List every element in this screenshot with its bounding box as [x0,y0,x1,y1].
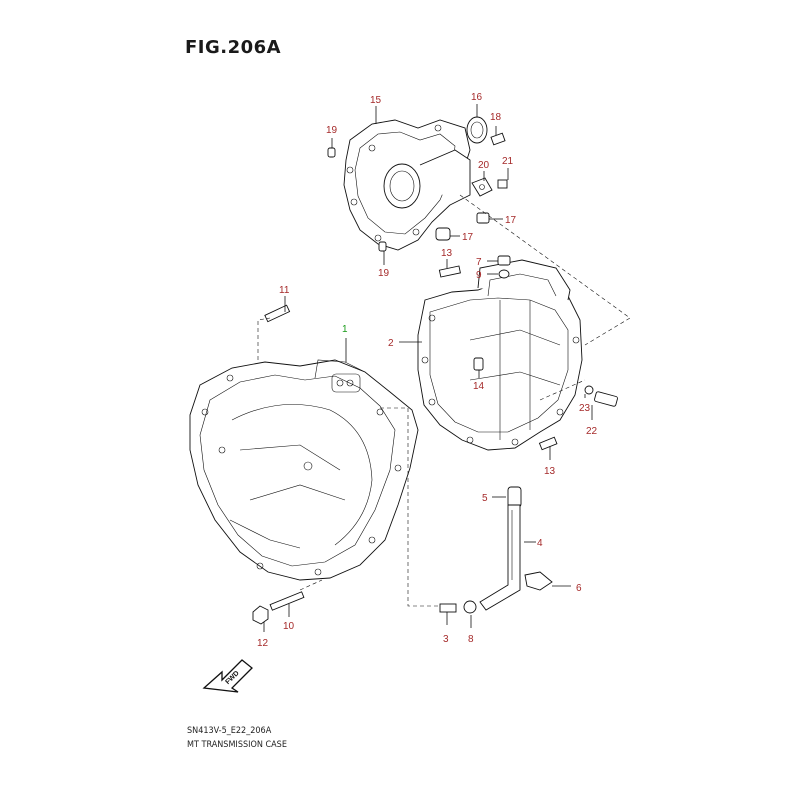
label-19-lower: 19 [378,268,390,279]
label-8: 8 [468,634,474,645]
bolt-21 [497,179,508,189]
figure-title: FIG.206A [185,37,282,58]
label-1: 1 [342,324,348,335]
plug-17 [476,212,490,224]
clip-6 [524,571,553,591]
label-23: 23 [579,403,591,414]
leader-lines [257,104,631,632]
fitting-3 [439,603,457,613]
bolt-13 [538,436,558,451]
nut-12 [252,605,269,625]
label-5: 5 [482,493,488,504]
label-12: 12 [257,638,269,649]
bolt-11 [264,304,291,323]
label-19-upper: 19 [326,125,338,136]
plug-7 [497,255,511,266]
dowel-pin-14 [473,357,484,371]
label-18: 18 [490,112,502,123]
part-labels: 1 2 3 4 5 6 7 8 9 10 11 12 13 13 14 15 1… [257,92,598,649]
breather-hose [479,486,522,611]
label-4: 4 [537,538,543,549]
clutch-housing [189,359,419,581]
label-2: 2 [388,338,394,349]
fwd-arrow-icon: FWD [202,659,253,693]
stud-10 [269,591,305,611]
oil-seal [466,116,488,144]
label-6: 6 [576,583,582,594]
label-11: 11 [279,285,290,296]
figure-name: MT TRANSMISSION CASE [187,740,287,750]
clamp-8 [463,600,477,614]
transmission-case [417,259,583,451]
plate [471,177,493,197]
label-22: 22 [586,426,598,437]
washer-9 [498,269,510,279]
bolt-13 [438,265,461,278]
label-7: 7 [476,257,482,268]
label-3: 3 [443,634,449,645]
label-17-left: 17 [462,232,474,243]
label-9: 9 [476,270,482,281]
label-21: 21 [502,156,514,167]
extension-housing [343,119,471,251]
label-15: 15 [370,95,382,106]
label-14: 14 [473,381,485,392]
bolt-18 [490,132,506,146]
plug-17 [435,227,451,241]
dowel-pin [327,147,336,158]
label-20: 20 [478,160,490,171]
label-10: 10 [283,621,295,632]
dowel-pin [378,241,387,252]
label-17-right: 17 [505,215,517,226]
label-13-lower: 13 [544,466,556,477]
label-16: 16 [471,92,483,103]
backup-switch [584,385,618,407]
figure-code: SN413V-5_E22_206A [187,726,272,736]
label-13-upper: 13 [441,248,453,259]
